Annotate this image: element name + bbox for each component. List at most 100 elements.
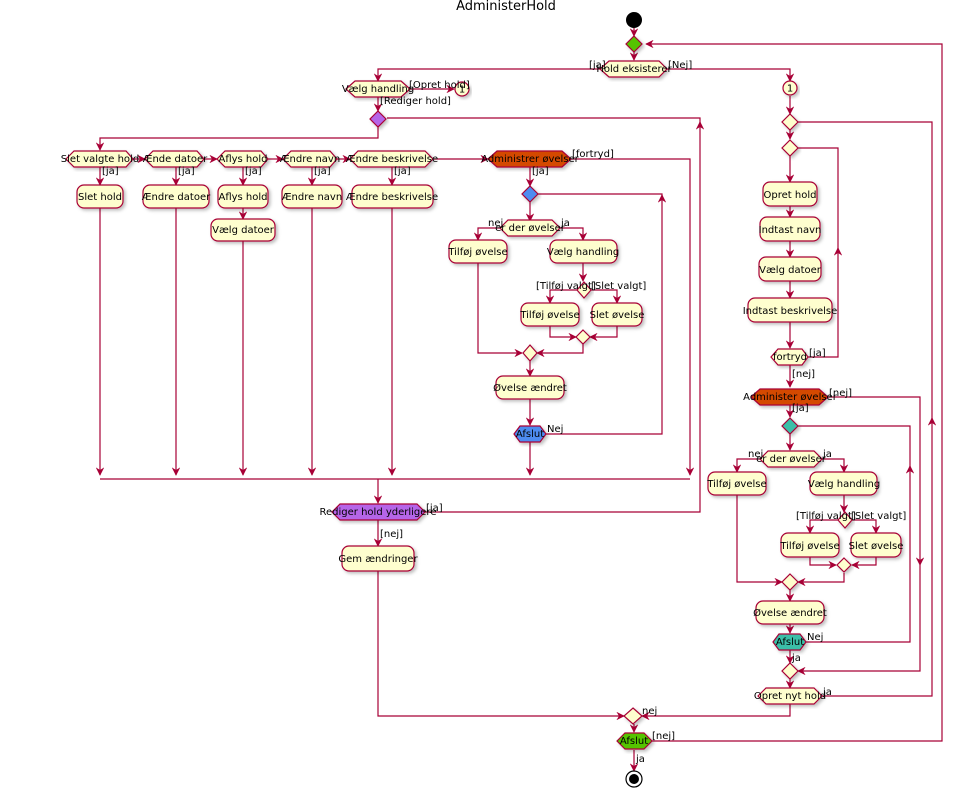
svg-text:Administer øvelser: Administer øvelser <box>743 392 838 403</box>
svg-text:[ja]: [ja] <box>589 60 606 71</box>
svg-text:nej: nej <box>642 706 657 717</box>
activity-ovelse-aendret-right: Øvelse ændret <box>753 600 827 625</box>
svg-text:[ja]: [ja] <box>245 166 262 177</box>
guard-labels: [ja] [Nej] [Opret hold] [Rediger hold] [… <box>102 60 906 765</box>
activity-indtast-beskrivelse: Indtast beskrivelse <box>743 297 838 323</box>
svg-text:Vælg handling: Vælg handling <box>547 247 619 258</box>
svg-text:Rediger hold yderligere: Rediger hold yderligere <box>320 507 437 518</box>
activity-vaelg-datoer-right: Vælg datoer <box>758 256 822 282</box>
svg-text:Afslut: Afslut <box>620 736 648 747</box>
decision-er-der-ovelser-right: er der øvelser <box>756 450 827 468</box>
svg-text:Ændre beskrivelse: Ændre beskrivelse <box>346 192 438 203</box>
diagram-title: AdministerHold <box>456 0 556 14</box>
decision-fortryd: fortryd <box>770 348 809 366</box>
svg-text:ja: ja <box>791 653 801 664</box>
branch-diamond-handling <box>576 281 592 299</box>
svg-text:Slet valgte hold: Slet valgte hold <box>61 154 139 165</box>
activity-gem-aendringer: Gem ændringer <box>338 545 418 572</box>
activity-tilfoj-ovelse-right-2: Tilføj øvelse <box>779 532 840 558</box>
decision-slet-valgte-hold: Slet valgte hold <box>61 150 139 168</box>
decision-afslut-main: Afslut <box>616 732 653 750</box>
svg-text:[Nej]: [Nej] <box>668 60 692 71</box>
svg-text:[nej]: [nej] <box>792 369 815 380</box>
merge-diamond-right-inner <box>781 139 799 157</box>
activity-aendre-beskrivelse: Ændre beskrivelse <box>346 184 438 209</box>
svg-text:Indtast navn: Indtast navn <box>759 225 822 236</box>
svg-text:Slet hold: Slet hold <box>78 192 122 203</box>
svg-text:[nej]: [nej] <box>652 731 675 742</box>
activity-opret-hold: Opret hold <box>762 181 818 207</box>
svg-text:Vælg handling: Vælg handling <box>342 84 414 95</box>
decision-opret-nyt-hold: Opret nyt hold <box>754 687 826 705</box>
merge-diamond-afslut-right <box>781 662 799 680</box>
svg-text:fortryd: fortryd <box>773 352 807 363</box>
activity-indtast-navn: Indtast navn <box>759 216 822 242</box>
svg-text:Tilføj øvelse: Tilføj øvelse <box>779 541 839 552</box>
merge-diamond-ovelser <box>521 185 539 203</box>
activity-tilfoj-ovelse-right: Tilføj øvelse <box>706 471 767 496</box>
merge-diamond-final <box>623 707 643 725</box>
merge-diamond-ovelse-right <box>781 573 799 591</box>
merge-diamond-top <box>625 35 643 53</box>
svg-text:ja: ja <box>822 449 832 460</box>
svg-text:Tilføj øvelse: Tilføj øvelse <box>519 310 579 321</box>
svg-text:[nej]: [nej] <box>829 388 852 399</box>
svg-text:[Tilføj valgt]: [Tilføj valgt] <box>536 281 596 292</box>
svg-text:Afslut: Afslut <box>516 429 544 440</box>
svg-text:[Slet valgt]: [Slet valgt] <box>591 281 646 292</box>
svg-text:Vælg handling: Vælg handling <box>808 479 880 490</box>
svg-text:[ja]: [ja] <box>314 166 331 177</box>
activity-vaelg-datoer: Vælg datoer <box>210 218 276 242</box>
svg-text:ja: ja <box>560 218 570 229</box>
svg-text:nej: nej <box>748 449 763 460</box>
merge-diamond-slet <box>575 329 591 345</box>
decision-rediger-hold-yderligere: Rediger hold yderligere <box>320 503 437 521</box>
svg-text:[ja]: [ja] <box>394 166 411 177</box>
svg-text:Ænde datoer: Ænde datoer <box>143 154 208 165</box>
svg-text:Slet øvelse: Slet øvelse <box>849 541 904 552</box>
svg-text:Hold eksisterer: Hold eksisterer <box>596 64 672 75</box>
svg-text:Slet øvelse: Slet øvelse <box>590 310 645 321</box>
svg-text:Afslut: Afslut <box>776 637 804 648</box>
svg-text:[Tilføj valgt]: [Tilføj valgt] <box>796 511 856 522</box>
merge-diamond-rediger <box>369 110 387 128</box>
svg-text:[ja]: [ja] <box>426 503 443 514</box>
merge-diamond-right-teal <box>781 417 799 435</box>
svg-text:[Rediger hold]: [Rediger hold] <box>380 96 451 107</box>
svg-text:[ja]: [ja] <box>532 166 549 177</box>
decision-administer-ovelser: Administer øvelser <box>743 388 838 406</box>
activity-vaelg-handling-right: Vælg handling <box>808 471 880 496</box>
svg-text:Administrer øvelser: Administrer øvelser <box>481 154 579 165</box>
svg-text:Opret nyt hold: Opret nyt hold <box>754 691 826 702</box>
decision-er-der-ovelser: er der øvelser <box>495 219 566 237</box>
svg-text:ja: ja <box>635 754 645 765</box>
svg-text:Gem ændringer: Gem ændringer <box>338 554 418 565</box>
branch-diamond-handling-right <box>837 511 853 529</box>
svg-text:Aflys hold: Aflys hold <box>218 154 267 165</box>
activity-slet-hold: Slet hold <box>76 184 124 209</box>
decision-afslut-right: Afslut <box>772 633 807 651</box>
svg-text:Opret hold: Opret hold <box>764 190 817 201</box>
edges <box>95 28 943 772</box>
connector-1-right: 1 <box>782 80 798 96</box>
merge-diamond-ovelse <box>522 344 538 362</box>
connector-1-left: 1 <box>454 81 470 97</box>
svg-text:[ja]: [ja] <box>102 166 119 177</box>
decision-aendre-navn: Ændre navn <box>280 150 340 168</box>
svg-text:nej: nej <box>488 218 503 229</box>
svg-text:Indtast beskrivelse: Indtast beskrivelse <box>743 306 838 317</box>
svg-text:[Slet valgt]: [Slet valgt] <box>851 511 906 522</box>
merge-diamond-slet-right <box>836 557 852 573</box>
svg-text:[ja]: [ja] <box>178 166 195 177</box>
decision-vaelg-handling: Vælg handling <box>342 80 414 98</box>
svg-text:Ændre beskrivelse: Ændre beskrivelse <box>346 154 438 165</box>
svg-text:Øvelse ændret: Øvelse ændret <box>753 607 827 619</box>
svg-text:Ændre navn: Ændre navn <box>282 192 342 203</box>
svg-text:Nej: Nej <box>547 424 563 435</box>
svg-text:[ja]: [ja] <box>792 403 809 414</box>
decision-aende-datoer: Ænde datoer <box>143 150 208 168</box>
activity-ovelse-aendret: Øvelse ændret <box>493 375 567 400</box>
decision-afslut: Afslut <box>513 425 547 443</box>
svg-text:er der øvelser: er der øvelser <box>495 223 566 234</box>
svg-text:Ændre datoer: Ændre datoer <box>142 192 211 203</box>
